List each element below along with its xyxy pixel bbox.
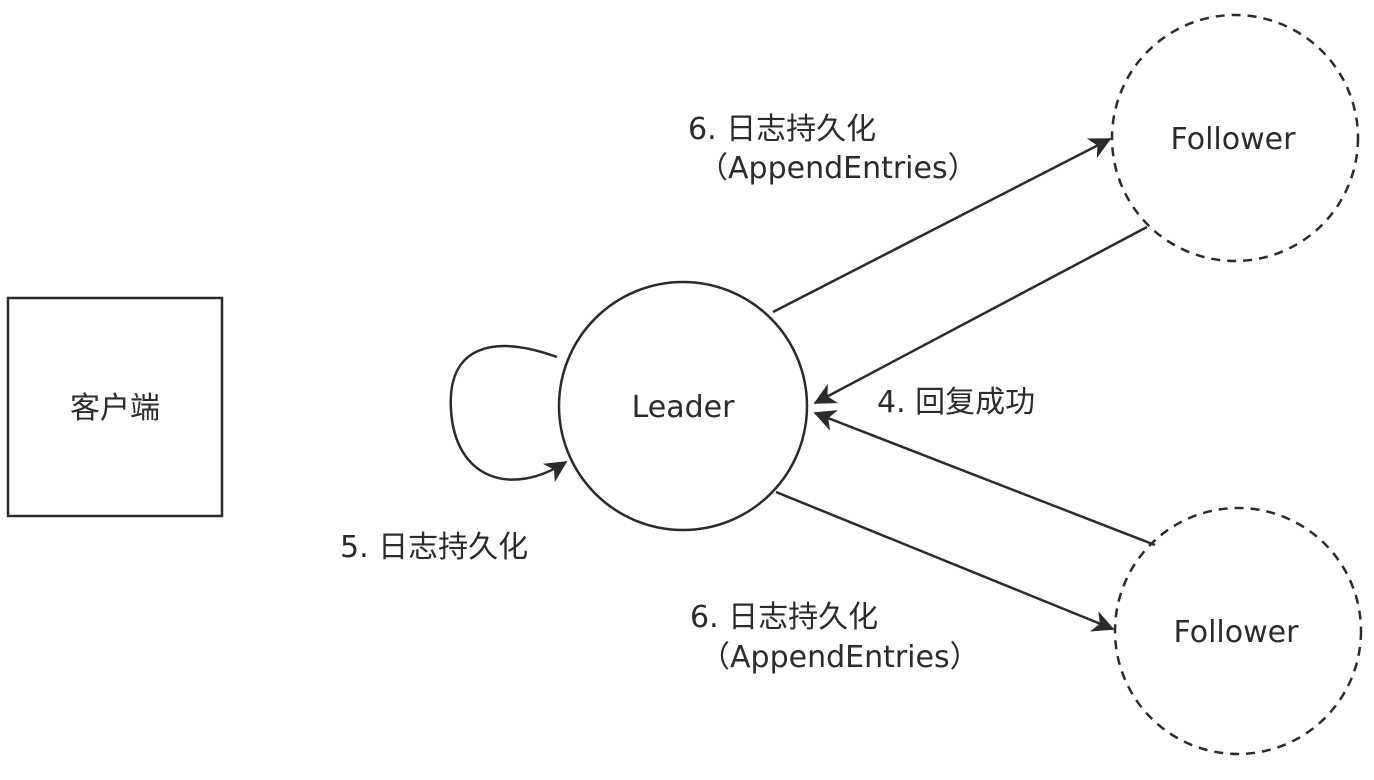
follower-bottom-node: Follower xyxy=(1113,506,1363,756)
leader-node: Leader xyxy=(557,280,809,532)
follower-bottom-label: Follower xyxy=(1174,615,1300,650)
client-box xyxy=(6,296,224,518)
follower-top-circle xyxy=(1110,13,1360,263)
append-arrow-top xyxy=(772,137,1112,314)
append-arrow-bottom xyxy=(775,490,1115,632)
append-label-bottom-line2: （AppendEntries） xyxy=(700,640,980,675)
self-loop-arrow xyxy=(449,344,568,483)
reply-arrow-from-top xyxy=(813,225,1148,405)
reply-arrow-from-bottom xyxy=(813,410,1156,547)
follower-top-node: Follower xyxy=(1110,13,1360,263)
client-node: 客户端 xyxy=(6,296,224,518)
append-label-top: 6. 日志持久化 （AppendEntries） xyxy=(688,112,978,186)
self-loop-label: 5. 日志持久化 xyxy=(340,530,528,565)
leader-label: Leader xyxy=(632,390,736,425)
append-label-top-line2: （AppendEntries） xyxy=(698,151,978,186)
leader-circle xyxy=(557,280,809,532)
append-label-top-line1: 6. 日志持久化 xyxy=(688,112,876,147)
follower-bottom-circle xyxy=(1113,506,1363,756)
append-label-bottom: 6. 日志持久化 （AppendEntries） xyxy=(690,600,980,675)
client-label: 客户端 xyxy=(70,391,160,426)
append-label-bottom-line1: 6. 日志持久化 xyxy=(690,600,878,635)
follower-top-label: Follower xyxy=(1171,122,1297,157)
reply-label: 4. 回复成功 xyxy=(877,385,1035,420)
